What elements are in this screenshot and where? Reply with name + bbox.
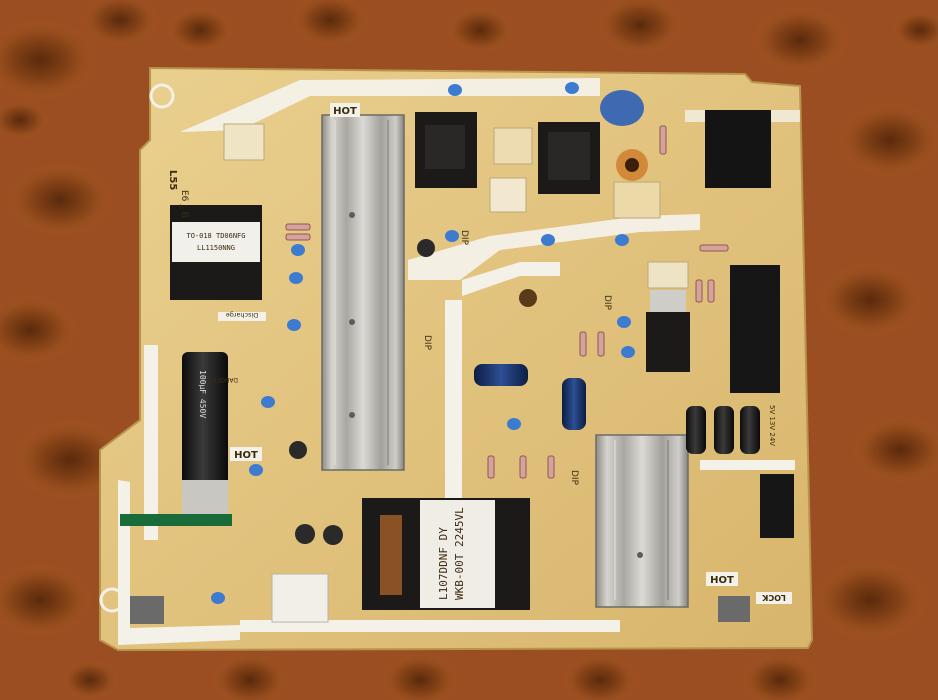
resistor <box>519 455 527 479</box>
wood-burl <box>0 295 80 365</box>
resistor <box>659 125 667 155</box>
ceramic-capacitor <box>445 230 459 242</box>
resistor <box>285 223 311 231</box>
wood-burl <box>815 261 925 339</box>
hot-label: HOT <box>710 575 734 586</box>
wood-burl <box>750 5 850 75</box>
resistor <box>695 279 703 303</box>
resistor <box>285 233 311 241</box>
wood-burl <box>60 659 120 700</box>
wood-burl <box>80 0 160 48</box>
resistor <box>699 244 729 252</box>
ceramic-capacitor <box>289 272 303 284</box>
svg-text:LOCK: LOCK <box>761 593 785 602</box>
power-semiconductors <box>646 290 690 372</box>
ceramic-capacitor <box>615 234 629 246</box>
resistor <box>707 279 715 303</box>
svg-text:DANGER: DANGER <box>212 376 238 383</box>
isolation-track <box>462 262 560 296</box>
ceramic-capacitor <box>261 396 275 408</box>
isolation-track <box>408 214 700 280</box>
svg-text:Discharge: Discharge <box>226 311 259 319</box>
wood-burl <box>445 5 515 55</box>
ceramic-capacitor <box>249 464 263 476</box>
ceramic-capacitor <box>507 418 521 430</box>
discharge-label: Discharge <box>218 311 266 321</box>
ceramic-capacitors <box>211 82 635 604</box>
transformer-label: L107DDNF DY <box>437 527 450 600</box>
wood-burl <box>810 558 930 642</box>
wood-burl <box>560 652 640 700</box>
isolation-track <box>118 480 240 645</box>
isolation-track <box>144 345 158 540</box>
hot-label: HOT <box>234 450 258 461</box>
ceramic-capacitor <box>541 234 555 246</box>
connectors <box>130 110 794 624</box>
hot-label: HOT <box>333 106 357 117</box>
wood-burl <box>0 18 100 102</box>
transformer-label: WKB-00T 2245VL <box>453 507 466 600</box>
ceramic-capacitor <box>287 319 301 331</box>
pfc-inductors <box>415 112 600 194</box>
resistor <box>547 455 555 479</box>
ceramic-capacitor <box>291 244 305 256</box>
svg-text:5V 13V 24V: 5V 13V 24V <box>768 405 776 446</box>
heatsink-left <box>321 114 405 471</box>
small-xfmr-label: TO-018 TD06NFG <box>186 232 245 240</box>
wood-burl <box>290 0 370 48</box>
bulk-capacitor: 100µF 450V <box>120 352 232 526</box>
svg-text:E6 _ B: E6 _ B <box>179 190 189 218</box>
isolation-track <box>445 300 462 500</box>
film-capacitors <box>223 90 689 623</box>
heatsink-right <box>595 434 689 608</box>
wood-burl <box>0 99 50 141</box>
voltage-label: 5V 13V 24V <box>768 405 776 446</box>
dip-label: DIP <box>422 335 432 351</box>
small-transformer: TO-018 TD06NFG LL1150NNG <box>170 205 262 300</box>
electrolytic-capacitors <box>289 239 760 545</box>
resistors <box>285 125 729 479</box>
wood-burl <box>165 5 235 55</box>
ceramic-capacitor <box>211 592 225 604</box>
resistor <box>487 455 495 479</box>
resistor <box>597 331 605 357</box>
hot-markings: HOT HOT HOT <box>230 103 738 586</box>
resistor <box>579 331 587 357</box>
wood-burl <box>595 0 685 57</box>
ceramic-capacitor <box>617 316 631 328</box>
wood-burl <box>5 161 115 239</box>
ceramic-capacitor <box>621 346 635 358</box>
hand-icon <box>99 83 175 613</box>
small-xfmr-label: LL1150NNG <box>197 244 235 252</box>
isolation-track <box>700 460 795 470</box>
wood-burl <box>210 652 290 700</box>
isolation-track <box>240 620 620 632</box>
wood-burl <box>0 561 95 639</box>
dip-label: DIP <box>459 230 469 246</box>
wood-burl <box>835 101 938 179</box>
wood-burl <box>380 652 460 700</box>
svg-text:L55: L55 <box>167 170 178 190</box>
ceramic-capacitor <box>565 82 579 94</box>
wood-burl <box>890 9 938 51</box>
dip-markings: DIP DIP DIP DIP <box>422 230 612 486</box>
dip-label: DIP <box>569 470 579 486</box>
dip-label: DIP <box>602 295 612 311</box>
board-code: L55 E6 _ B <box>167 170 189 218</box>
isolation-track <box>180 78 600 132</box>
danger-label: DANGER <box>212 376 238 383</box>
main-transformer: L107DDNF DY WKB-00T 2245VL <box>362 498 530 610</box>
lock-label: LOCK <box>756 592 792 604</box>
bulk-cap-label: 100µF 450V <box>198 370 207 418</box>
ceramic-capacitor <box>448 84 462 96</box>
wood-burl <box>740 652 820 700</box>
wood-burl <box>850 415 938 485</box>
